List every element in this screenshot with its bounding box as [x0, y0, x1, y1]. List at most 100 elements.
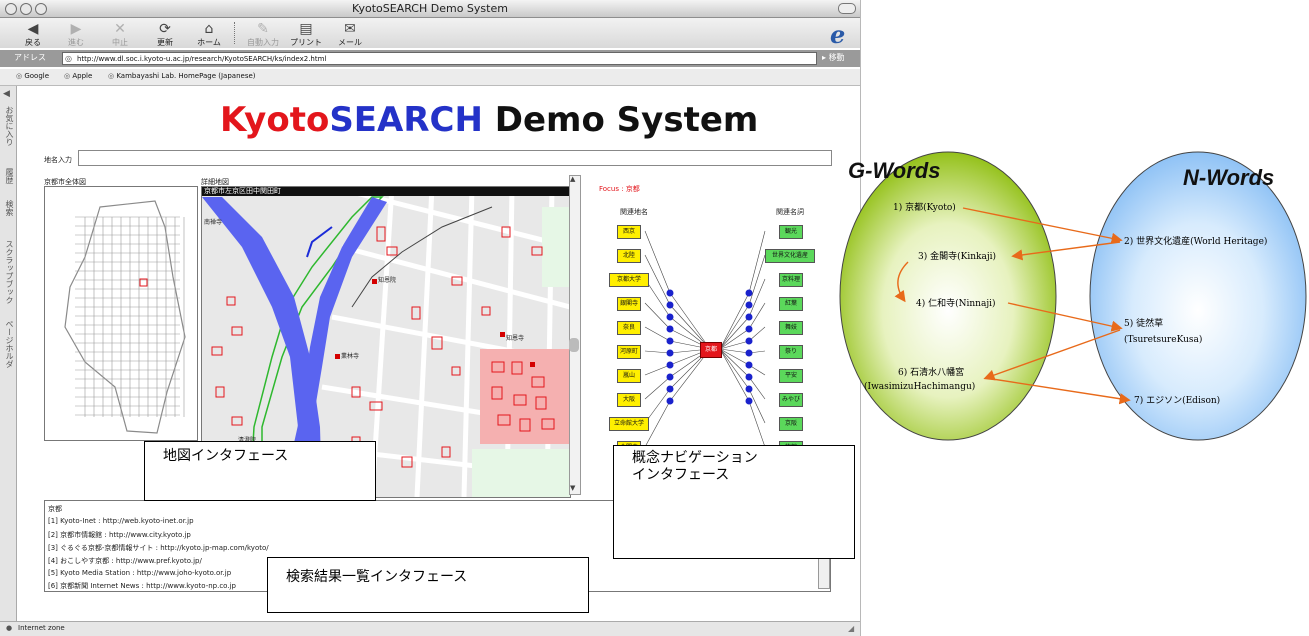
mail-button[interactable]: ✉メール [330, 21, 370, 48]
ie-logo-icon: e [830, 20, 846, 49]
toolbar-toggle-button[interactable] [838, 3, 856, 14]
related-noun-node[interactable]: 舞妓 [779, 321, 803, 335]
result-item[interactable]: [3] ぐるぐる京都-京都情報サイト : http://kyoto.jp-map… [48, 544, 269, 552]
toolbar-separator [234, 22, 236, 44]
address-label: アドレス [14, 53, 46, 62]
related-place-node[interactable]: 大阪 [617, 393, 641, 407]
autofill-icon: ✎ [257, 21, 269, 37]
side-tab-page-holder[interactable]: ページホルダ [5, 320, 14, 368]
overview-map[interactable] [44, 186, 198, 441]
side-tab-history[interactable]: 履歴 [5, 168, 14, 184]
detail-map-address: 京都市左京区田中関田町 [202, 187, 570, 196]
scroll-up-arrow-icon[interactable]: ▲ [570, 175, 576, 183]
related-place-node[interactable]: 銀閣寺 [617, 297, 641, 311]
refresh-button[interactable]: ⟳更新 [145, 21, 185, 48]
zoom-window-button[interactable] [35, 3, 47, 15]
logo-kyoto: Kyoto [220, 100, 330, 140]
n-word-edison: 7) エジソン(Edison) [1134, 395, 1220, 406]
result-item[interactable]: [6] 京都新聞 Internet News : http://www.kyot… [48, 582, 236, 590]
mail-icon: ✉ [344, 21, 356, 37]
print-button[interactable]: ▤プリント [286, 21, 326, 48]
g-word-iwashimizu: 6) 石清水八幡宮 [898, 366, 964, 378]
result-item[interactable]: [2] 京都市情報館 : http://www.city.kyoto.jp [48, 531, 191, 539]
n-words-title: N-Words [1183, 165, 1274, 190]
place-name-input[interactable] [78, 150, 832, 166]
zone-icon: ● [6, 624, 13, 632]
related-noun-node[interactable]: 京阪 [779, 417, 803, 431]
side-tab-favorites[interactable]: お気に入り [5, 106, 14, 146]
related-nouns-label: 関連名詞 [776, 208, 804, 216]
address-input[interactable]: http://www.dl.soc.i.kyoto-u.ac.jp/resear… [62, 52, 817, 65]
favorite-link-google[interactable]: Google [16, 72, 49, 80]
related-noun-node[interactable]: みやび [779, 393, 803, 407]
stop-icon: ✕ [114, 21, 126, 37]
side-tab-scrapbook[interactable]: スクラップブック [5, 240, 14, 304]
g-word-ninnaji: 4) 仁和寺(Ninnaji) [916, 297, 996, 309]
toolbar [0, 18, 860, 48]
scroll-down-arrow-icon[interactable]: ▼ [570, 484, 576, 492]
results-caption-text: 検索結果一覧インタフェース [286, 569, 468, 585]
result-item[interactable]: [1] Kyoto-Inet : http://web.kyoto-inet.o… [48, 517, 194, 525]
title-bar [0, 0, 860, 18]
status-bar [0, 621, 860, 636]
result-item[interactable]: [5] Kyoto Media Station : http://www.joh… [48, 569, 232, 577]
logo-search: SEARCH [329, 100, 483, 140]
n-word-tsuretsurekusa-reading: (TsuretsureKusa) [1124, 334, 1202, 345]
map-label-gorinji: 業林寺 [341, 353, 360, 360]
results-scrollbar[interactable] [818, 555, 830, 589]
status-text: Internet zone [18, 624, 65, 632]
explorer-side-tabs [0, 86, 17, 622]
related-noun-node[interactable]: 紅葉 [779, 297, 803, 311]
stop-button[interactable]: ✕中止 [100, 21, 140, 48]
side-panel-toggle-icon[interactable]: ◀ [3, 89, 10, 99]
n-word-world-heritage: 2) 世界文化遺産(World Heritage) [1124, 235, 1267, 247]
related-noun-node[interactable]: 京料理 [779, 273, 803, 287]
related-noun-node[interactable]: 観光 [779, 225, 803, 239]
resize-grip-icon[interactable]: ◢ [848, 624, 855, 633]
map-interface-caption: 地図インタフェース [144, 441, 376, 501]
related-noun-node[interactable]: 祭り [779, 345, 803, 359]
home-button[interactable]: ⌂ホーム [189, 21, 229, 48]
forward-label: 進む [68, 38, 84, 47]
close-window-button[interactable] [5, 3, 17, 15]
concept-center-node[interactable]: 京都 [700, 342, 722, 358]
g-word-kinkaji: 3) 金閣寺(Kinkaji) [918, 250, 996, 262]
map-scrollbar-thumb[interactable] [569, 338, 579, 352]
related-noun-node[interactable]: 平安 [779, 369, 803, 383]
page-logo: KyotoSEARCH Demo System [220, 100, 758, 140]
related-place-node[interactable]: 嵐山 [617, 369, 641, 383]
back-button[interactable]: ◀戻る [13, 21, 53, 48]
go-button[interactable]: ▸ 移動 [822, 53, 845, 62]
side-tab-search[interactable]: 検索 [5, 200, 14, 216]
stop-label: 中止 [112, 38, 128, 47]
focus-label: Focus : 京都 [599, 185, 640, 193]
refresh-icon: ⟳ [159, 21, 171, 37]
favorite-link-apple[interactable]: Apple [64, 72, 92, 80]
result-item[interactable]: [4] おこしやす京都 : http://www.pref.kyoto.jp/ [48, 557, 202, 565]
detail-map-label: 詳細地図 [201, 178, 229, 186]
related-noun-node[interactable]: 世界文化遺産 [765, 249, 815, 263]
g-words-ellipse [839, 151, 1057, 441]
go-label: 移動 [828, 53, 845, 62]
related-place-node[interactable]: 河原町 [617, 345, 641, 359]
venn-arrows [894, 207, 1131, 405]
map-label-seichoin: 清澄院 [238, 435, 256, 444]
map-label-nanzenji: 南禅寺 [204, 219, 223, 226]
g-word-kyoto: 1) 京都(Kyoto) [893, 201, 956, 213]
autofill-label: 自動入力 [247, 38, 279, 47]
minimize-window-button[interactable] [20, 3, 32, 15]
related-place-node[interactable]: 京都大学 [609, 273, 649, 287]
map-scrollbar[interactable] [569, 175, 581, 495]
favorite-link-kambayashi[interactable]: Kambayashi Lab. HomePage (Japanese) [108, 72, 255, 80]
related-place-node[interactable]: 立命館大学 [609, 417, 649, 431]
mail-label: メール [338, 38, 362, 47]
autofill-button[interactable]: ✎自動入力 [243, 21, 283, 48]
related-place-node[interactable]: 北陸 [617, 249, 641, 263]
g-n-words-venn-diagram: G-Words N-Words 1) 京都(Kyoto) 3) 金閣寺(Kink… [839, 151, 1307, 441]
refresh-label: 更新 [157, 38, 173, 47]
results-interface-caption: 検索結果一覧インタフェース [267, 557, 589, 613]
related-place-node[interactable]: 奈良 [617, 321, 641, 335]
related-place-node[interactable]: 西京 [617, 225, 641, 239]
forward-button[interactable]: ▶進む [56, 21, 96, 48]
g-word-iwashimizu-reading: (IwasimizuHachimangu) [864, 381, 975, 392]
